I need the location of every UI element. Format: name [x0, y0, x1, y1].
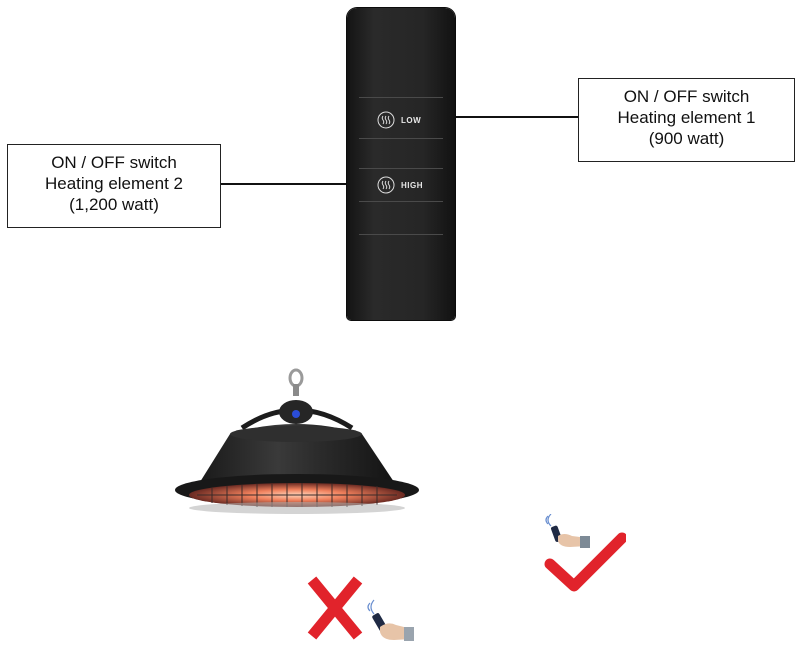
hand-holding-remote-icon — [545, 514, 590, 548]
check-mark-icon — [544, 532, 626, 592]
heat-wave-icon — [377, 176, 395, 194]
high-button[interactable]: HIGH — [377, 176, 423, 194]
leader-line-left — [221, 183, 367, 185]
callout-right-line-1: ON / OFF switch — [623, 87, 750, 106]
heat-wave-icon — [377, 111, 395, 129]
low-button-label: LOW — [401, 115, 422, 125]
callout-right-line-2: Heating element 1 — [617, 108, 756, 127]
remote-divider — [359, 201, 443, 202]
remote-control: LOW HIGH — [347, 8, 455, 320]
leader-line-right — [436, 116, 578, 118]
cross-mark-icon — [307, 576, 363, 640]
callout-left-line-2: Heating element 2 — [45, 174, 183, 193]
remote-divider — [359, 168, 443, 169]
callout-heating-element-2: ON / OFF switch Heating element 2 (1,200… — [7, 144, 221, 228]
callout-left-line-1: ON / OFF switch — [51, 153, 177, 172]
hand-holding-remote-icon — [367, 599, 414, 641]
low-button[interactable]: LOW — [377, 111, 421, 129]
high-button-label: HIGH — [401, 180, 423, 190]
remote-divider — [359, 97, 443, 98]
patio-heater-image — [175, 368, 419, 514]
callout-heating-element-1: ON / OFF switch Heating element 1 (900 w… — [578, 78, 795, 162]
remote-divider — [359, 234, 443, 235]
remote-divider — [359, 138, 443, 139]
callout-left-line-3: (1,200 watt) — [69, 195, 159, 214]
callout-right-line-3: (900 watt) — [648, 129, 725, 148]
